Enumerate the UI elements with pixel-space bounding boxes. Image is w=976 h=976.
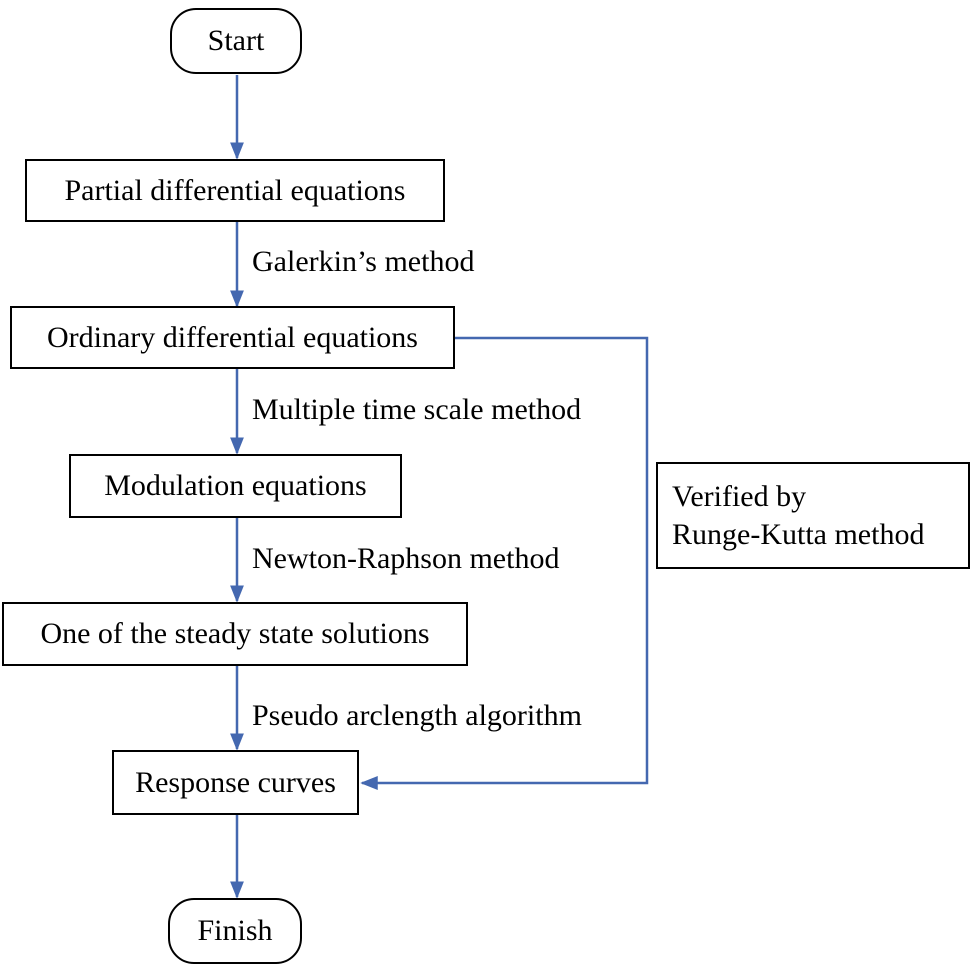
multiple-time-scale-label: Multiple time scale method — [252, 393, 582, 426]
finish-terminal: Finish — [168, 898, 302, 964]
ode-label: Ordinary differential equations — [47, 320, 418, 354]
verification-line-2: Runge-Kutta method — [672, 517, 925, 551]
ode-box: Ordinary differential equations — [10, 306, 455, 369]
pseudo-arclength-label: Pseudo arclength algorithm — [252, 699, 582, 732]
steady-state-label: One of the steady state solutions — [40, 617, 430, 650]
arrow-ode-verification-loop — [360, 336, 649, 790]
modulation-box: Modulation equations — [69, 454, 402, 518]
galerkin-method-label: Galerkin’s method — [252, 245, 475, 278]
verification-line-1: Verified by — [672, 480, 807, 513]
modulation-label: Modulation equations — [104, 469, 367, 502]
newton-raphson-label: Newton-Raphson method — [252, 542, 560, 575]
finish-label: Finish — [197, 914, 273, 947]
verification-box: Verified by Runge-Kutta method — [656, 462, 970, 569]
start-terminal: Start — [170, 8, 302, 74]
response-curves-box: Response curves — [112, 750, 359, 815]
response-curves-label: Response curves — [135, 765, 336, 799]
start-label: Start — [207, 24, 265, 57]
steady-state-box: One of the steady state solutions — [2, 602, 468, 666]
pde-box: Partial differential equations — [25, 159, 445, 222]
pde-label: Partial differential equations — [64, 173, 406, 207]
